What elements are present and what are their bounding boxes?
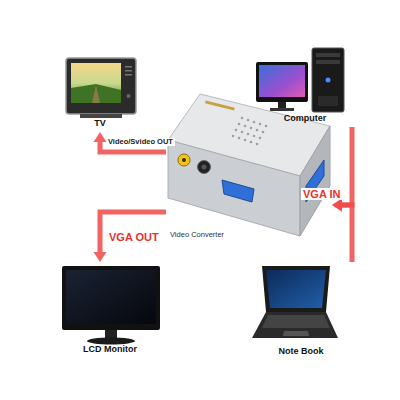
converter-box [168, 94, 330, 236]
device-name: Computer [284, 114, 327, 124]
device-name: TV [94, 119, 106, 129]
arrow-head [94, 132, 107, 142]
computer-icon [256, 48, 344, 112]
port-label: Video/Svideo OUT [106, 138, 175, 146]
signal-label: VGA OUT [107, 231, 161, 243]
signal-cable [94, 212, 167, 262]
signal-cable [332, 199, 352, 263]
cable-line [340, 205, 352, 262]
tv-node: TV [58, 52, 142, 132]
arrow-head [332, 199, 342, 212]
signal-label: VGA IN [301, 188, 343, 200]
lcd-monitor-node: LCD Monitor [55, 262, 165, 358]
notebook-node: Note Book [242, 262, 360, 360]
arrow-head [94, 252, 107, 262]
tv-icon [66, 58, 136, 118]
computer-node: Computer [250, 44, 360, 127]
arrow-head [332, 199, 342, 212]
converter-node: Video Converter [166, 92, 332, 242]
device-name: LCD Monitor [83, 345, 137, 355]
lcd-monitor-icon [62, 266, 160, 345]
device-name: Video Converter [170, 231, 224, 239]
cable-line [100, 212, 166, 254]
device-name: Note Book [279, 347, 324, 357]
notebook-icon [252, 266, 338, 338]
